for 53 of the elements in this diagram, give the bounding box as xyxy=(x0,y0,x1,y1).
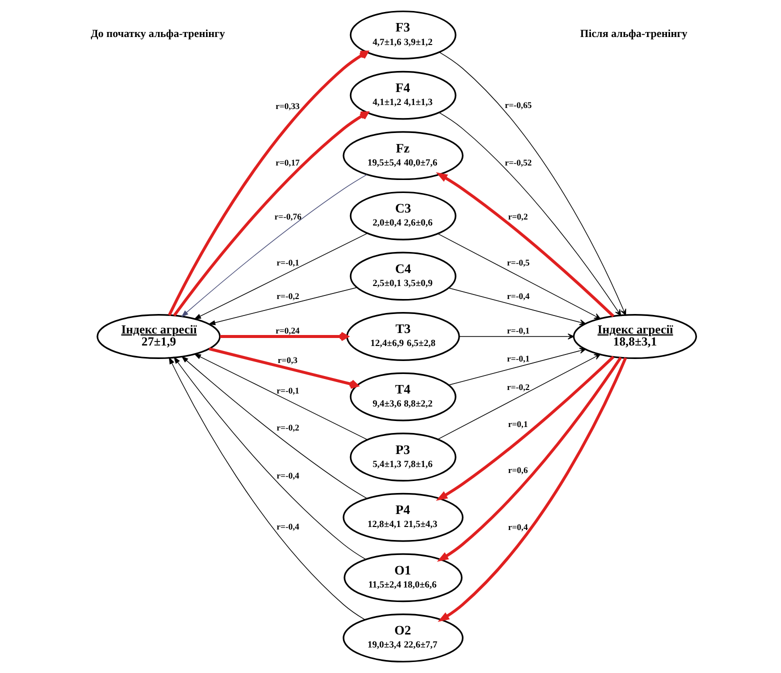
edge-label: r=-0,2 xyxy=(507,382,530,392)
edge-label: r=0,3 xyxy=(278,355,298,366)
arrow xyxy=(168,356,366,620)
arrow xyxy=(181,174,368,318)
edge-label: r=-0,1 xyxy=(276,386,300,396)
arrow xyxy=(208,347,358,389)
edge-label: r=-0,65 xyxy=(504,100,532,110)
label: Після альфа-тренінгу xyxy=(580,28,688,40)
arrow xyxy=(436,172,614,318)
edge-label: r=-0,1 xyxy=(276,258,300,268)
edge-label: r=0,17 xyxy=(276,157,300,168)
arrow xyxy=(438,112,622,316)
edge-label: r=0,1 xyxy=(508,419,528,430)
node-ellipse: P4 12,8±4,1 21,5±4,3 xyxy=(342,492,464,542)
arrow xyxy=(208,287,358,326)
arrow xyxy=(168,50,368,316)
edge-label: r=-0,76 xyxy=(274,211,302,222)
node-ellipse: P3 5,4±1,3 7,8±1,6 xyxy=(350,432,456,482)
arrow xyxy=(437,354,601,440)
edge-label: r=-0,4 xyxy=(276,521,300,532)
arrow xyxy=(448,288,586,326)
node-ellipse: O2 19,0±3,4 22,6±7,7 xyxy=(342,614,464,662)
arrow xyxy=(438,52,626,316)
edge-label: r=0,33 xyxy=(276,100,300,111)
edge-label: r=-0,52 xyxy=(504,157,532,168)
edge-label: r=0,2 xyxy=(508,211,528,222)
edge-label: r=-0,2 xyxy=(276,291,300,302)
edge-label: r=-0,4 xyxy=(276,470,300,481)
arrow xyxy=(437,233,601,320)
arrow xyxy=(194,354,368,440)
arrow xyxy=(436,356,614,501)
arrow xyxy=(173,111,369,316)
node-ellipse: T3 12,4±6,9 6,5±2,8 xyxy=(346,312,460,361)
arrow xyxy=(220,332,348,342)
arrow xyxy=(436,356,622,562)
arrow xyxy=(438,357,627,622)
edge-label: r=-0,5 xyxy=(507,258,530,268)
edge-label: r=0,24 xyxy=(276,325,300,336)
edge-label: r=-0,4 xyxy=(507,291,530,302)
edge-label: r=-0,2 xyxy=(276,422,300,433)
arrow xyxy=(448,348,586,386)
arrow xyxy=(458,334,574,340)
node-ellipse: Fz 19,5±5,4 40,0±7,6 xyxy=(342,131,464,180)
edge-label: r=-0,1 xyxy=(507,354,530,364)
arrow xyxy=(194,232,368,320)
node-ellipse: C3 2,0±0,4 2,6±0,6 xyxy=(350,191,456,240)
arrow xyxy=(181,356,368,499)
label: До початку альфа-тренінгу xyxy=(90,28,225,40)
edge-label: r=0,6 xyxy=(508,464,528,475)
edge-label: r=-0,1 xyxy=(507,325,530,336)
arrow xyxy=(174,356,366,560)
edge-label: r=0,4 xyxy=(508,522,528,532)
node-ellipse: C4 2,5±0,1 3,5±0,9 xyxy=(350,252,456,301)
